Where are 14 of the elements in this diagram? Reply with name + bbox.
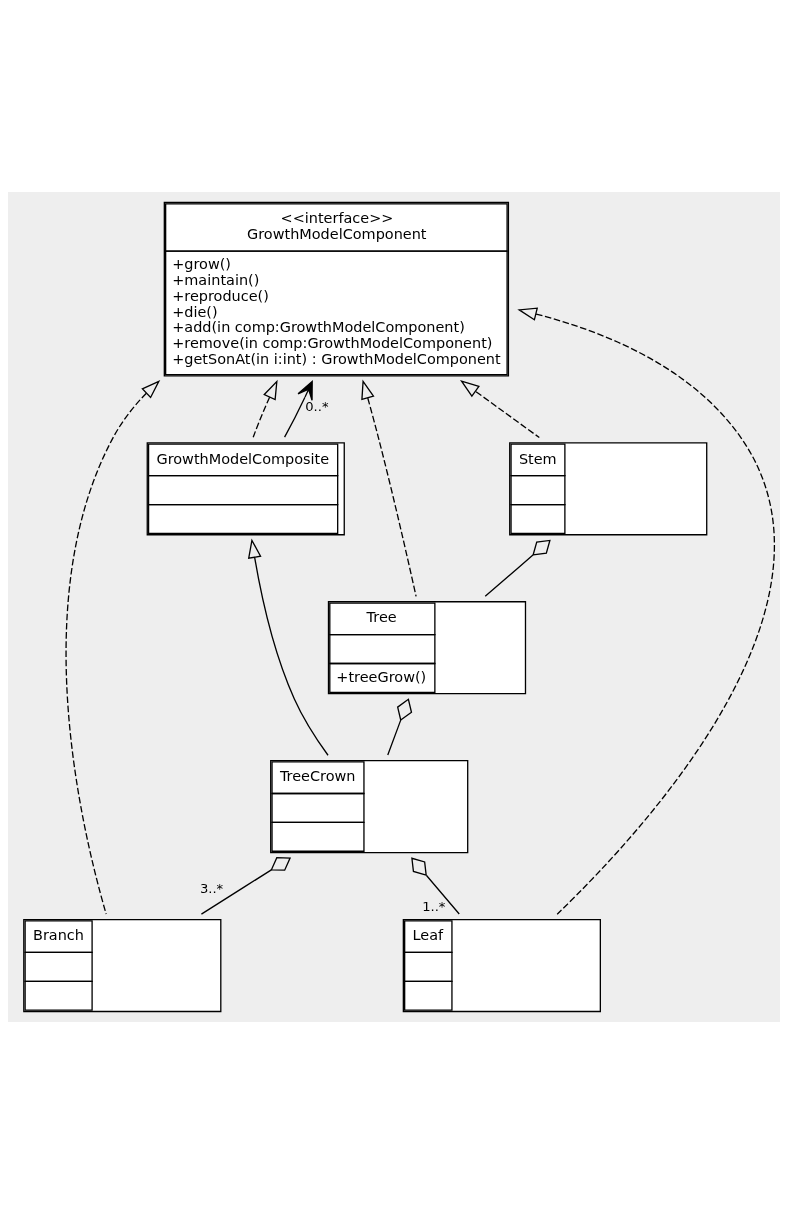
arrow — [459, 379, 540, 438]
connector — [411, 856, 460, 915]
arrow — [283, 380, 313, 438]
edge-label: 0..* — [305, 398, 329, 414]
arrow — [517, 306, 775, 915]
edge-label: 1..* — [422, 898, 446, 914]
arrow — [247, 537, 329, 756]
connector — [387, 697, 413, 756]
connector — [484, 539, 551, 597]
arrow — [252, 379, 278, 438]
arrow — [361, 378, 417, 597]
arrow — [65, 379, 161, 915]
connector — [200, 856, 292, 915]
edge-label: 3..* — [199, 880, 224, 896]
